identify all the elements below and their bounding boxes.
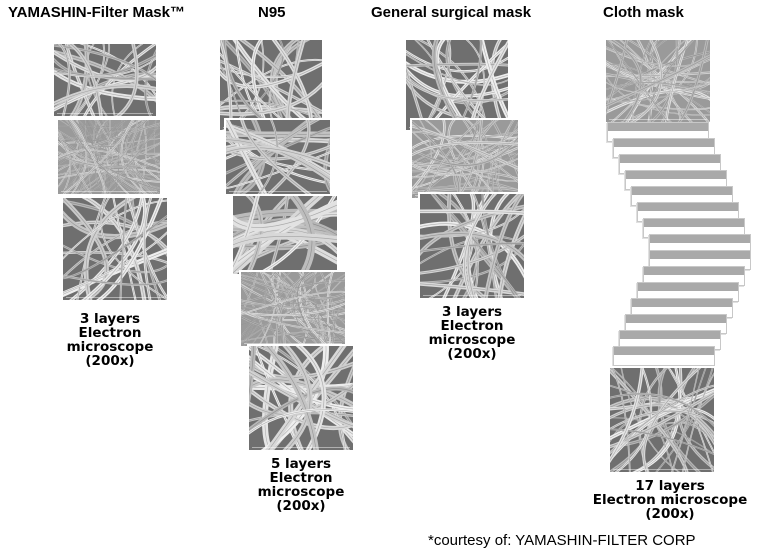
caption-line: 17 layers bbox=[635, 478, 705, 494]
scale-bar bbox=[613, 466, 711, 470]
cloth-sheet-texture bbox=[644, 267, 744, 275]
n95-layer-3 bbox=[231, 194, 337, 274]
n95-layer-1 bbox=[218, 38, 322, 130]
scale-bar bbox=[244, 340, 342, 344]
cloth-layer-sheet bbox=[613, 346, 715, 366]
scale-bar bbox=[66, 294, 164, 298]
title-n95: N95 bbox=[258, 4, 286, 21]
n95-layer-4 bbox=[239, 270, 345, 346]
title-yamashin: YAMASHIN-Filter Mask™ bbox=[8, 4, 185, 21]
title-cloth: Cloth mask bbox=[603, 4, 684, 21]
cloth-sheet-texture bbox=[650, 251, 750, 259]
caption-line: Electron bbox=[440, 318, 504, 334]
caption-line: (200x) bbox=[85, 353, 135, 369]
cloth-sheet-texture bbox=[614, 139, 714, 147]
cloth-sheet-texture bbox=[614, 347, 714, 355]
n95-layer-2 bbox=[224, 118, 330, 194]
surgical-layer-2 bbox=[410, 118, 518, 198]
cloth-sheet-texture bbox=[650, 235, 750, 243]
n95-layer-5 bbox=[247, 344, 353, 450]
cloth-sheet-texture bbox=[632, 187, 732, 195]
scale-bar bbox=[57, 110, 153, 114]
caption-line: microscope bbox=[66, 339, 154, 355]
caption-line: (200x) bbox=[447, 346, 497, 362]
caption-line: Electron microscope bbox=[592, 492, 748, 508]
caption-surgical: 3 layers Electron microscope (200x) bbox=[417, 305, 527, 361]
caption-line: (200x) bbox=[276, 498, 326, 514]
caption-yamashin: 3 layers Electron microscope (200x) bbox=[55, 312, 165, 368]
caption-line: 3 layers bbox=[79, 311, 141, 327]
yamashin-layer-3 bbox=[61, 196, 167, 300]
caption-line: (200x) bbox=[645, 506, 695, 522]
cloth-sheet-texture bbox=[626, 171, 726, 179]
cloth-sheet-texture bbox=[644, 219, 744, 227]
caption-cloth: 17 layers Electron microscope (200x) bbox=[585, 479, 755, 521]
cloth-sheet-texture bbox=[626, 315, 726, 323]
scale-bar bbox=[61, 188, 157, 192]
credit-text: *courtesy of: YAMASHIN-FILTER CORP bbox=[428, 532, 696, 549]
caption-line: microscope bbox=[428, 332, 516, 348]
caption-line: Electron bbox=[78, 325, 142, 341]
cloth-sheet-texture bbox=[638, 283, 738, 291]
title-surgical: General surgical mask bbox=[371, 4, 532, 21]
caption-line: 3 layers bbox=[441, 304, 503, 320]
cloth-layer-1 bbox=[604, 38, 710, 122]
caption-n95: 5 layers Electron microscope (200x) bbox=[246, 457, 356, 513]
cloth-sheet-texture bbox=[632, 299, 732, 307]
surgical-layer-3 bbox=[418, 192, 524, 298]
caption-line: microscope bbox=[257, 484, 345, 500]
cloth-layer-17 bbox=[608, 366, 714, 472]
scale-bar bbox=[252, 444, 350, 448]
yamashin-layer-2 bbox=[56, 118, 160, 194]
caption-line: 5 layers bbox=[270, 456, 332, 472]
scale-bar bbox=[229, 188, 327, 192]
cloth-sheet-texture bbox=[608, 123, 708, 131]
caption-line: Electron bbox=[269, 470, 333, 486]
cloth-sheet-texture bbox=[638, 203, 738, 211]
cloth-sheet-texture bbox=[620, 331, 720, 339]
scale-bar bbox=[609, 116, 707, 120]
cloth-sheet-texture bbox=[620, 155, 720, 163]
scale-bar bbox=[423, 292, 521, 296]
surgical-layer-1 bbox=[404, 38, 508, 130]
yamashin-layer-1 bbox=[52, 42, 156, 116]
